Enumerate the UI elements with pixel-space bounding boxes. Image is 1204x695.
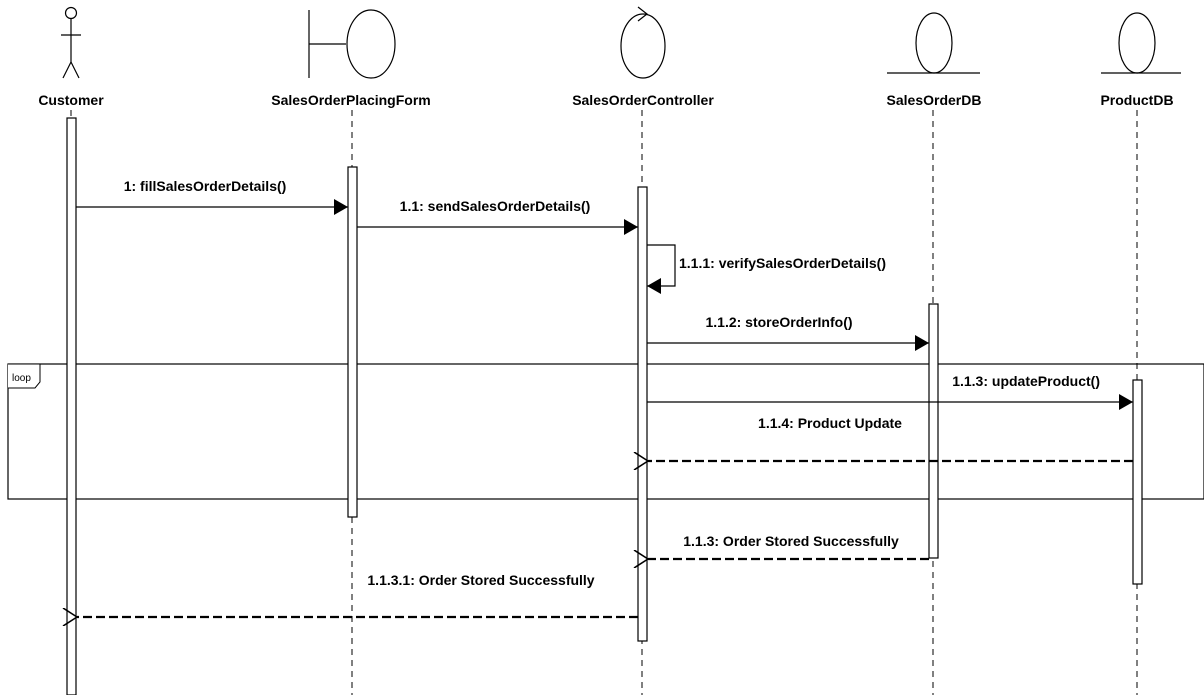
loop-fragment: loop: [7, 363, 1204, 500]
controller-label: SalesOrderController: [572, 92, 714, 108]
form-activation: [347, 166, 358, 518]
message-label: 1.1.3.1: Order Stored Successfully: [367, 572, 594, 588]
self-call-arrow: [647, 244, 676, 294]
loop-label: loop: [12, 373, 31, 384]
customer-actor: Customer: [38, 6, 104, 108]
message-label: 1.1.3: Order Stored Successfully: [683, 533, 899, 549]
message-1-1-2: 1.1.2: storeOrderInfo(): [647, 314, 929, 351]
productdb-label: ProductDB: [1100, 92, 1173, 108]
form-label: SalesOrderPlacingForm: [271, 92, 431, 108]
form-participant: SalesOrderPlacingForm: [271, 9, 431, 108]
return-1-1-3-1: 1.1.3.1: Order Stored Successfully: [77, 572, 638, 617]
salesdb-activation: [928, 303, 939, 559]
message-label: 1.1.2: storeOrderInfo(): [705, 314, 852, 330]
customer-label: Customer: [38, 92, 104, 108]
productdb-participant: ProductDB: [1100, 12, 1181, 108]
productdb-activation: [1132, 379, 1143, 585]
controller-participant: SalesOrderController: [572, 6, 714, 108]
message-1-1: 1.1: sendSalesOrderDetails(): [357, 198, 638, 235]
control-icon: [620, 6, 666, 79]
entity-icon: [1101, 12, 1181, 74]
salesdb-label: SalesOrderDB: [887, 92, 982, 108]
message-label: 1: fillSalesOrderDetails(): [124, 178, 287, 194]
boundary-icon: [308, 9, 396, 79]
message-label: 1.1.3: updateProduct(): [952, 373, 1100, 389]
actor-icon: [61, 6, 81, 79]
customer-activation: [66, 117, 77, 695]
return-1-1-4: 1.1.4: Product Update: [648, 415, 1133, 461]
message-1-1-3: 1.1.3: updateProduct(): [647, 373, 1133, 410]
loop-tab: [8, 363, 41, 389]
entity-icon: [887, 12, 980, 74]
message-label: 1.1.4: Product Update: [758, 415, 902, 431]
controller-activation: [637, 186, 648, 642]
message-label: 1.1: sendSalesOrderDetails(): [400, 198, 591, 214]
message-label: 1.1.1: verifySalesOrderDetails(): [679, 255, 886, 271]
message-1-1-1: 1.1.1: verifySalesOrderDetails(): [647, 244, 886, 294]
loop-frame: [7, 363, 1204, 500]
message-1: 1: fillSalesOrderDetails(): [76, 178, 348, 215]
return-1-1-3: 1.1.3: Order Stored Successfully: [648, 533, 929, 559]
salesdb-participant: SalesOrderDB: [887, 12, 982, 108]
